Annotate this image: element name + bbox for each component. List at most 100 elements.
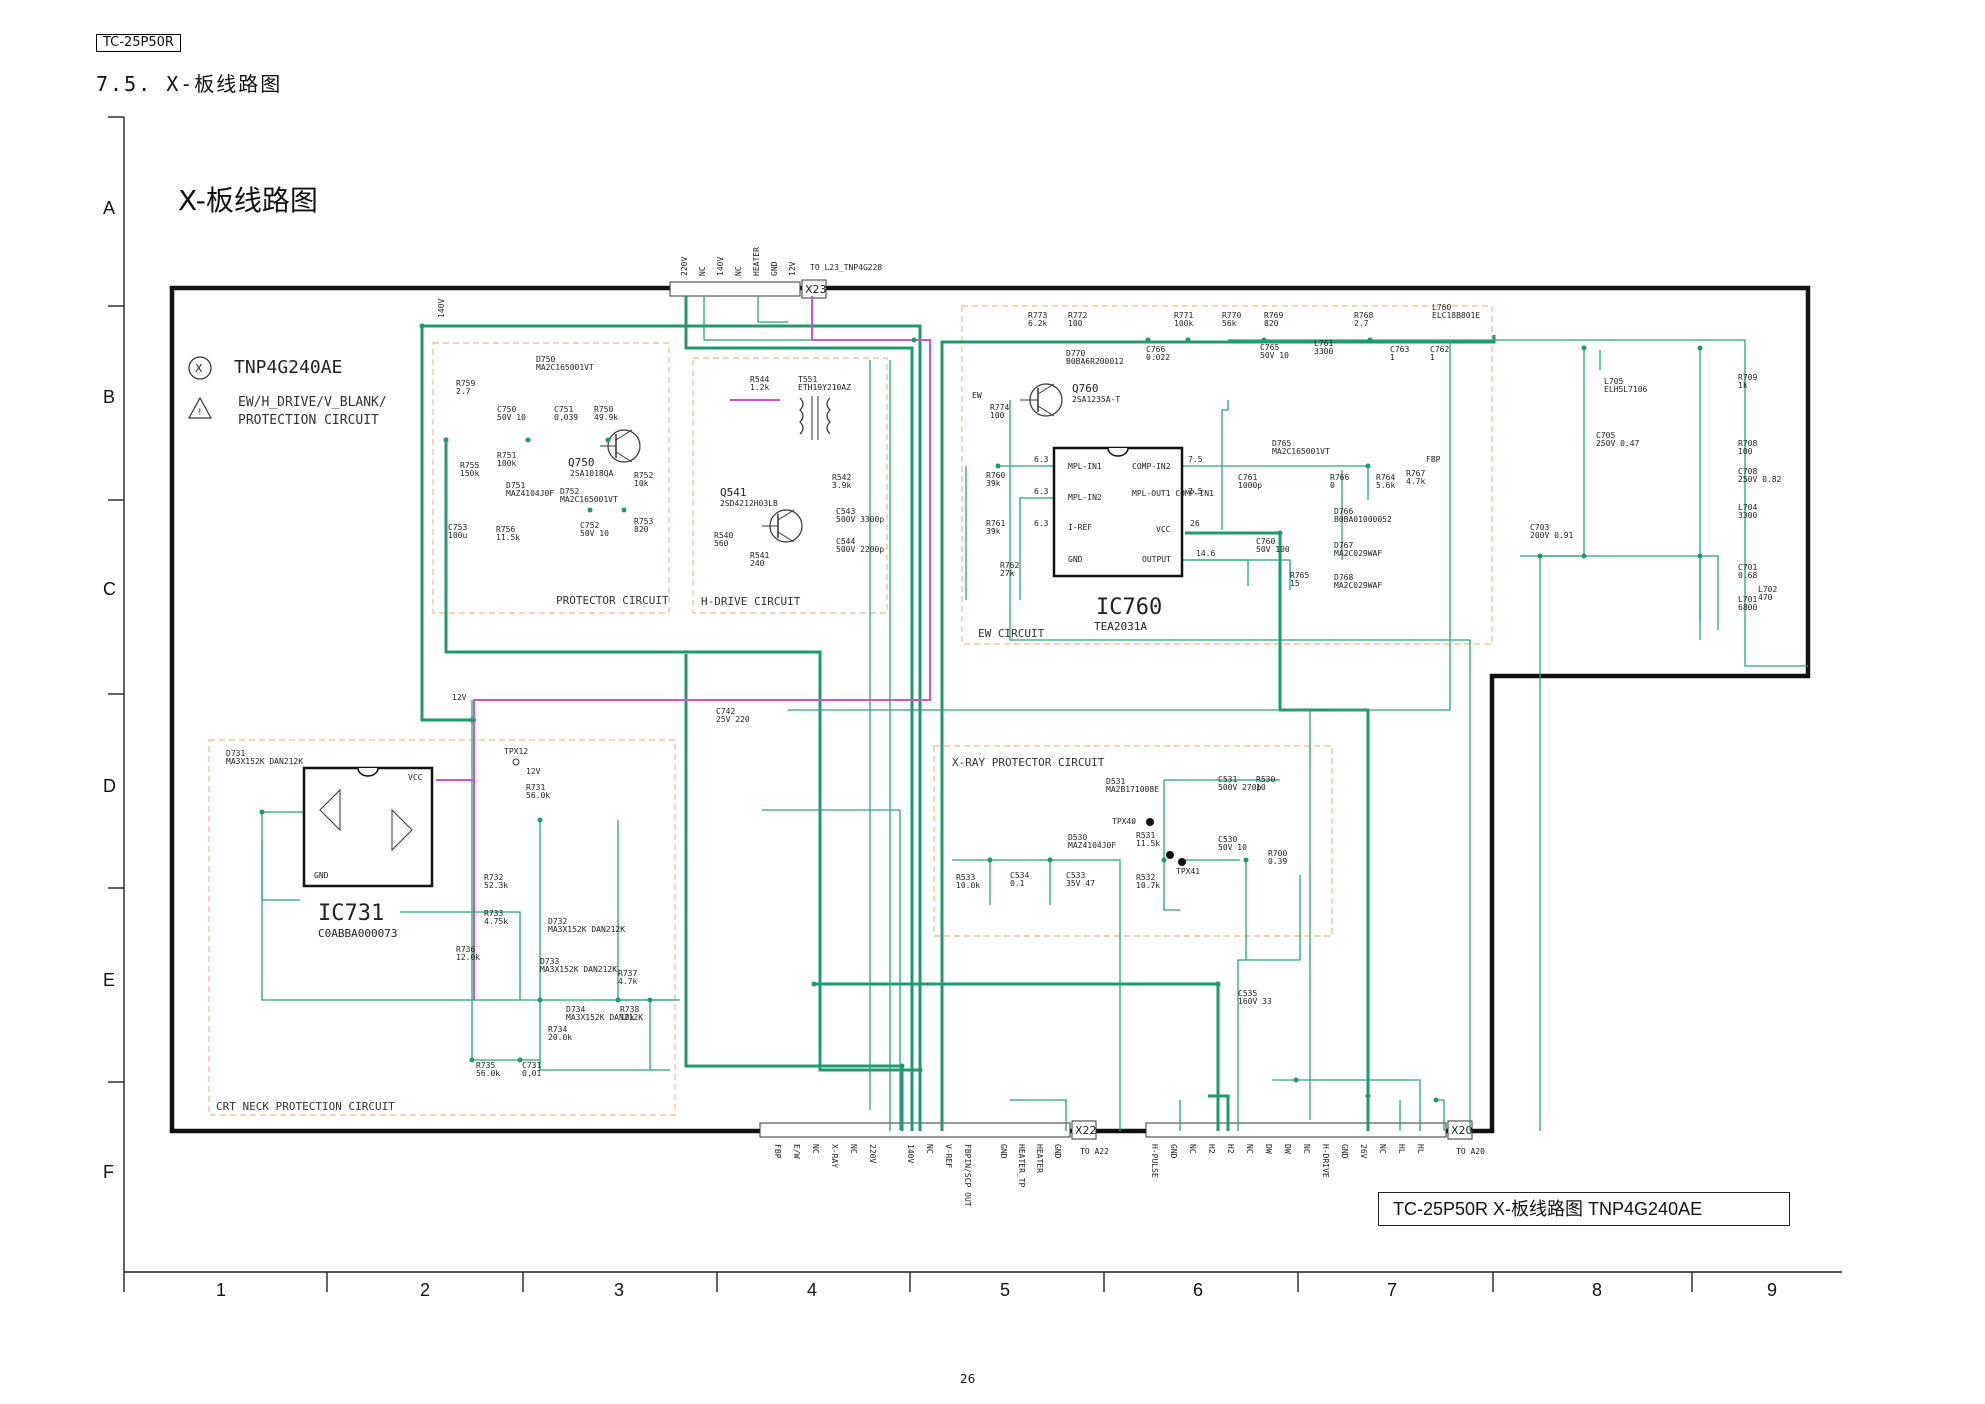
section-title: 7.5. X-板线路图 [96, 72, 283, 96]
col-label-4: 4 [807, 1280, 817, 1300]
x22-pin-7: 140V [906, 1144, 915, 1163]
svg-text:R734: R734 [548, 1025, 567, 1034]
svg-text:R762: R762 [1000, 561, 1019, 570]
svg-text:MA2C029WAF: MA2C029WAF [1334, 581, 1382, 590]
svg-text:L705: L705 [1604, 377, 1623, 386]
board-number: TNP4G240AE [234, 357, 342, 378]
svg-text:10.7k: 10.7k [1136, 881, 1160, 890]
svg-text:C544: C544 [836, 537, 855, 546]
q750-name: Q750 [568, 456, 595, 469]
svg-text:R753: R753 [634, 517, 653, 526]
svg-text:OUTPUT: OUTPUT [1142, 555, 1171, 564]
svg-text:ELH5L7106: ELH5L7106 [1604, 385, 1648, 394]
svg-text:1k: 1k [1738, 381, 1748, 390]
svg-text:MA3X152K DAN212K: MA3X152K DAN212K [226, 757, 303, 766]
svg-text:C703: C703 [1530, 523, 1549, 532]
svg-text:C535: C535 [1238, 989, 1257, 998]
svg-text:R731: R731 [526, 783, 545, 792]
svg-text:B0BA01000052: B0BA01000052 [1334, 515, 1392, 524]
diagram-title: X-板线路图 [178, 184, 318, 217]
svg-text:C750: C750 [497, 405, 516, 414]
svg-text:R733: R733 [484, 909, 503, 918]
svg-text:R541: R541 [750, 551, 769, 560]
svg-text:R735: R735 [476, 1061, 495, 1070]
svg-text:15: 15 [1290, 579, 1300, 588]
board-id: X TNP4G240AE ! EW/H_DRIVE/V_BLANK/ PROTE… [187, 356, 387, 428]
svg-text:R533: R533 [956, 873, 975, 882]
svg-text:50V 10: 50V 10 [580, 529, 609, 538]
q541-name: Q541 [720, 486, 747, 499]
ic731-name: IC731 [318, 901, 384, 926]
svg-text:VCC: VCC [408, 773, 423, 782]
hdrive-block-label: H-DRIVE CIRCUIT [701, 595, 801, 608]
x20-pin-5: H2 [1226, 1144, 1235, 1154]
circuit-name-2: PROTECTION CIRCUIT [238, 413, 379, 428]
svg-text:50V 10: 50V 10 [1260, 351, 1289, 360]
x22-pin-4: X-RAY [830, 1144, 839, 1168]
svg-text:250V 0.47: 250V 0.47 [1596, 439, 1640, 448]
x20-pin-13: NC [1378, 1144, 1387, 1154]
xray-block-label: X-RAY PROTECTOR CIRCUIT [952, 756, 1105, 769]
x22-pin-14: GND [1053, 1144, 1062, 1159]
svg-text:D731: D731 [226, 749, 245, 758]
svg-text:C533: C533 [1066, 871, 1085, 880]
xray-block [933, 745, 1333, 937]
tp-x12: TPX12 [504, 747, 528, 756]
q760-part: 2SA1235A-T [1072, 395, 1120, 404]
x22-pin-9: V-REF [944, 1144, 953, 1168]
protector-block [432, 342, 670, 614]
diagram-caption: TC-25P50R X-板线路图 TNP4G240AE [1378, 1192, 1790, 1226]
svg-text:C708: C708 [1738, 467, 1757, 476]
page-frame [108, 116, 1842, 1292]
svg-text:7.5: 7.5 [1188, 487, 1203, 496]
svg-text:R759: R759 [456, 379, 475, 388]
board-letter: X [195, 362, 203, 375]
svg-text:R532: R532 [1136, 873, 1155, 882]
svg-text:D768: D768 [1334, 573, 1353, 582]
svg-text:B0BA6R200012: B0BA6R200012 [1066, 357, 1124, 366]
net-ew: EW [972, 391, 982, 400]
svg-text:MA3X152K DAN212K: MA3X152K DAN212K [548, 925, 625, 934]
x20-pin-1: H-PULSE [1150, 1144, 1159, 1178]
svg-text:7.5: 7.5 [1188, 455, 1203, 464]
tp-x41: TPX41 [1176, 867, 1200, 876]
svg-text:L701: L701 [1738, 595, 1757, 604]
svg-text:100u: 100u [448, 531, 467, 540]
svg-text:C765: C765 [1260, 343, 1279, 352]
x23-pin-5: HEATER [752, 247, 761, 276]
svg-text:R540: R540 [714, 531, 733, 540]
svg-text:VCC: VCC [1156, 525, 1171, 534]
svg-text:11.5k: 11.5k [1136, 839, 1160, 848]
x23-pin-6: GND [770, 261, 779, 276]
q541-transistor: Q541 2SD4212H03LB [720, 486, 803, 543]
col-label-8: 8 [1592, 1280, 1602, 1300]
x20-pin-2: GND [1169, 1144, 1178, 1159]
svg-text:10k: 10k [634, 479, 649, 488]
svg-text:MA2C029WAF: MA2C029WAF [1334, 549, 1382, 558]
svg-text:820: 820 [1264, 319, 1279, 328]
x23-pin-4: NC [734, 266, 743, 276]
svg-text:!: ! [198, 408, 202, 418]
svg-text:0.022: 0.022 [1146, 353, 1170, 362]
svg-text:6.3: 6.3 [1034, 519, 1049, 528]
svg-text:56.0k: 56.0k [526, 791, 550, 800]
svg-text:R765: R765 [1290, 571, 1309, 580]
svg-text:D765: D765 [1272, 439, 1291, 448]
x23-pin-1: 220V [680, 257, 689, 276]
svg-text:35V 47: 35V 47 [1066, 879, 1095, 888]
svg-text:C543: C543 [836, 507, 855, 516]
model-label: TC-25P50R [96, 34, 181, 52]
svg-text:C763: C763 [1390, 345, 1409, 354]
svg-text:R767: R767 [1406, 469, 1425, 478]
svg-text:500V 2200p: 500V 2200p [836, 545, 884, 554]
svg-text:MA2C165001VT: MA2C165001VT [536, 363, 594, 372]
svg-text:1: 1 [1390, 353, 1395, 362]
circuit-name-1: EW/H_DRIVE/V_BLANK/ [238, 395, 387, 410]
x22-pin-2: E/W [792, 1144, 801, 1159]
svg-text:D732: D732 [548, 917, 567, 926]
svg-text:10.0k: 10.0k [956, 881, 980, 890]
svg-text:56k: 56k [1222, 319, 1237, 328]
svg-text:R542: R542 [832, 473, 851, 482]
svg-text:20.0k: 20.0k [548, 1033, 572, 1042]
